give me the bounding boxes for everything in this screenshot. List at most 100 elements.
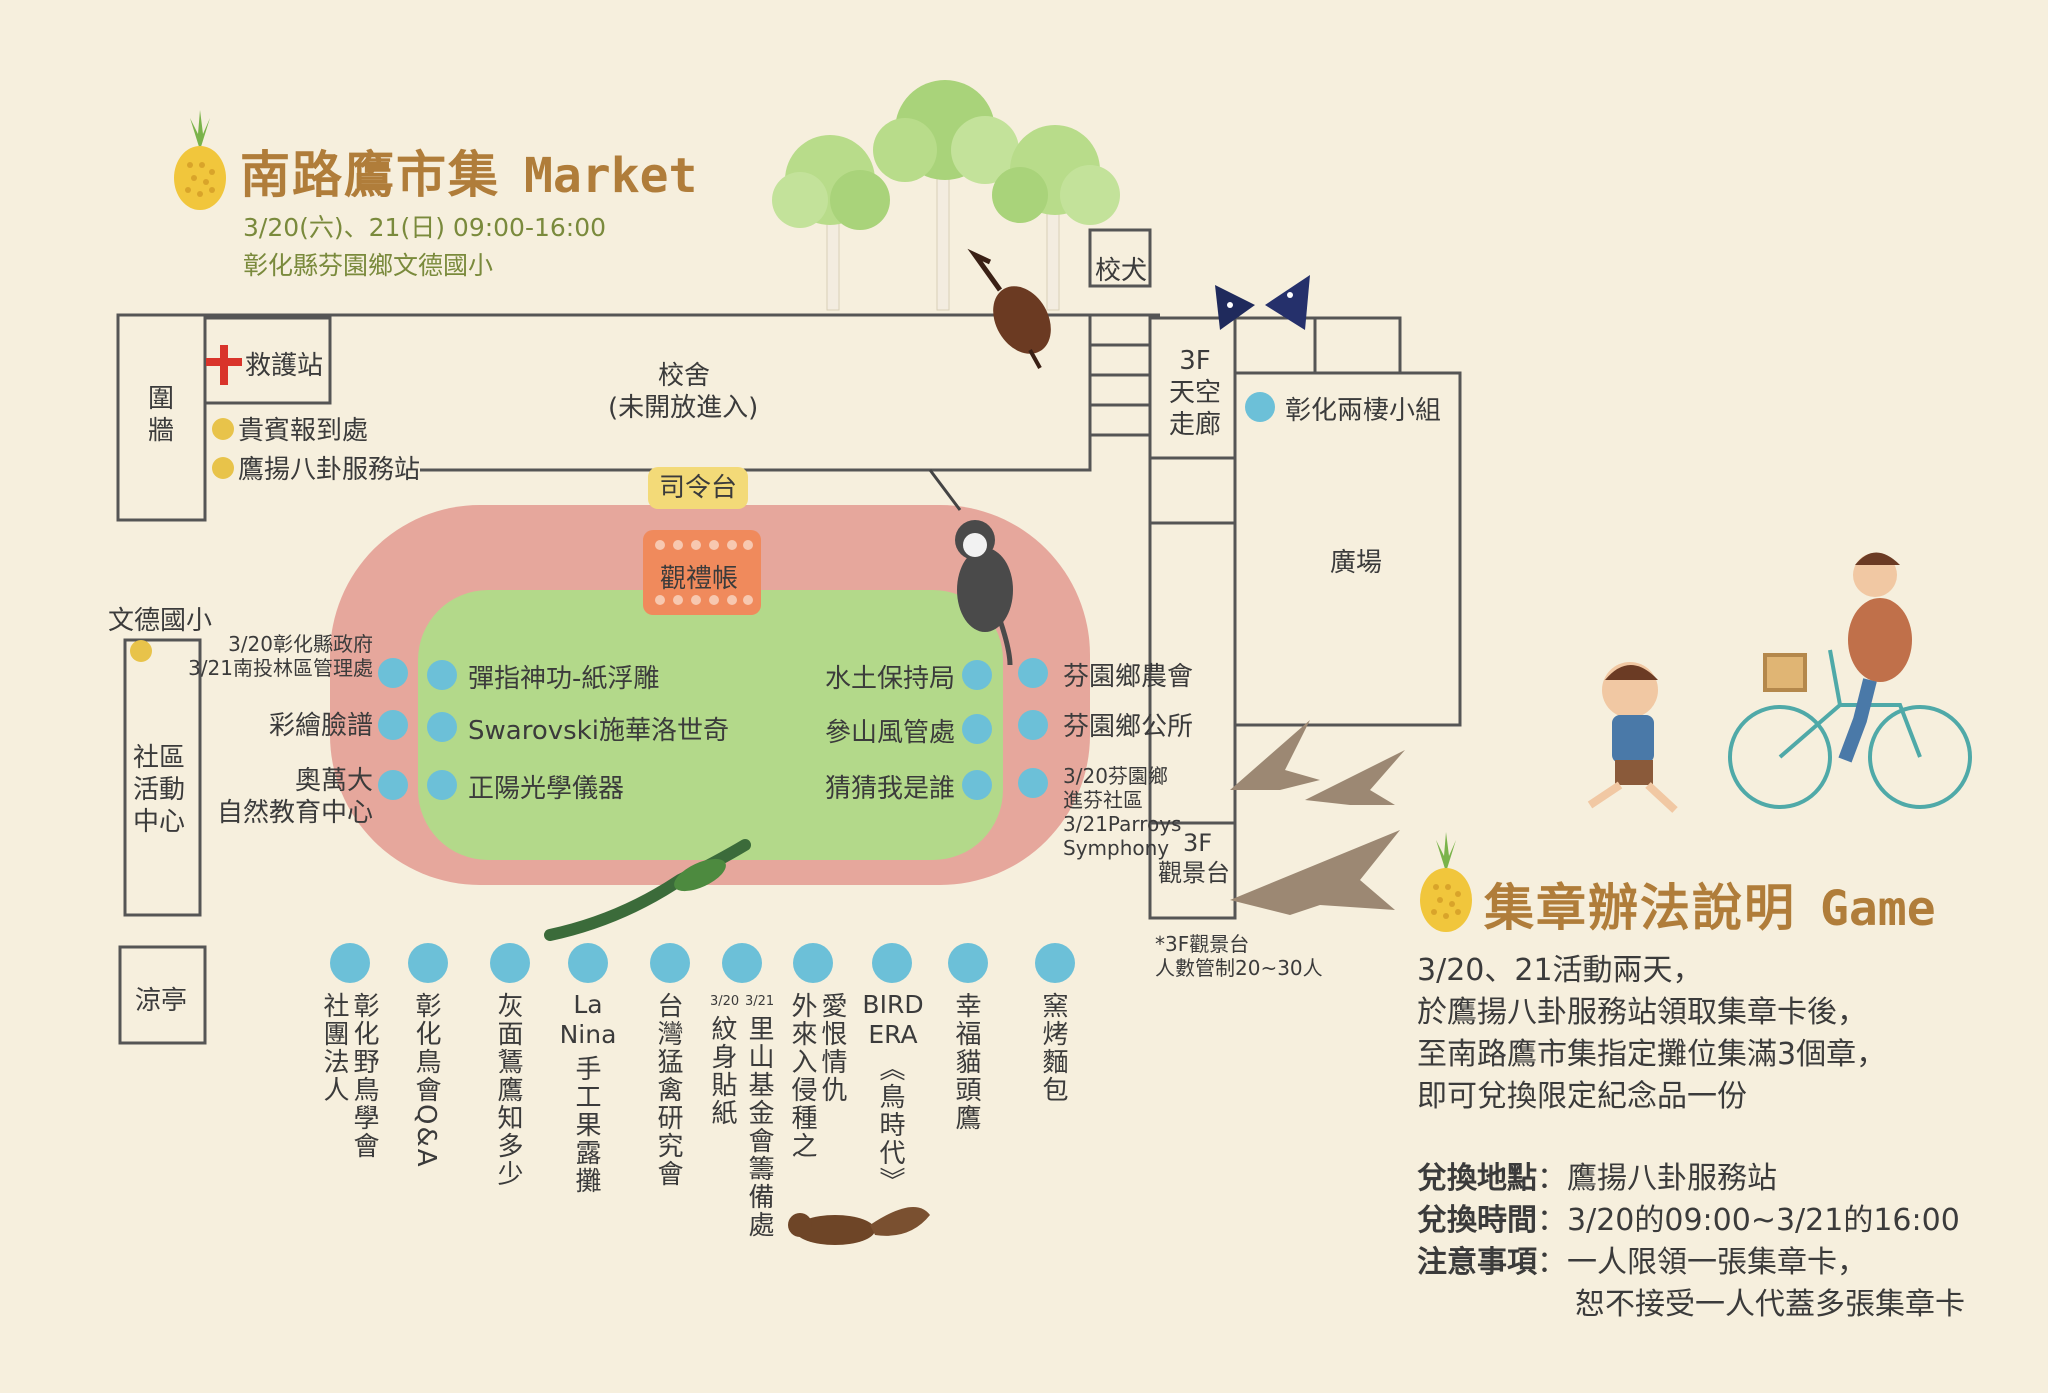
booth-dot: [948, 943, 988, 983]
booth-dot: [872, 943, 912, 983]
school-building-note: (未開放進入): [608, 393, 759, 423]
game-title-en: Game: [1820, 881, 1936, 937]
booth-bottom-6-date-left: 3/20: [710, 994, 740, 1009]
booth-dot: [962, 660, 992, 690]
booth-right-outer-2: 芬園鄉公所: [1063, 712, 1194, 742]
booth-label-line: 自然教育中心: [216, 798, 373, 828]
game-rule-line: 即可兌換限定紀念品一份: [1417, 1079, 1747, 1114]
booth-left-inner-1: 彈指神功-紙浮雕: [468, 664, 660, 694]
booth-dot: [1018, 658, 1048, 688]
service-station-label: 鷹揚八卦服務站: [238, 455, 421, 485]
community-center-label: 社區 活動 中心: [133, 742, 185, 838]
booth-dot: [427, 660, 457, 690]
service-station-dot: [212, 457, 234, 479]
game-detail-sep: ：: [1537, 1245, 1567, 1280]
game-detail-extra: 恕不接受一人代蓋多張集章卡: [1575, 1287, 1965, 1322]
booth-dot: [962, 714, 992, 744]
booth-right-outer-3: 3/20芬園鄉 進芬社區 3/21Parroys Symphony: [1063, 764, 1181, 860]
booth-bottom-6-date-right: 3/21: [745, 994, 775, 1009]
booth-dot: [427, 712, 457, 742]
beetle-icon: [967, 248, 1051, 369]
booth-dot: [378, 658, 408, 688]
squirrel-icon: [788, 1207, 930, 1245]
booth-label-line: ERA: [868, 1020, 918, 1049]
booth-dot: [1018, 710, 1048, 740]
skywalk-line: 天空: [1168, 378, 1221, 408]
booth-dot: [330, 943, 370, 983]
observation-note-line: 人數管制20~30人: [1155, 956, 1323, 980]
booth-label-line: 3/21南投林區管理處: [188, 656, 373, 680]
eagle-icon: [1230, 720, 1405, 915]
booth-bottom-4-top: La Nina: [555, 990, 621, 1050]
market-title: 南路鷹市集 Market: [240, 135, 697, 207]
tree-icon: [772, 80, 1120, 311]
booth-right-inner-2: 參山風管處: [824, 718, 955, 748]
booth-label-line: 3/20芬園鄉: [1063, 764, 1168, 788]
market-title-cn: 南路鷹市集: [240, 146, 500, 204]
booth-label-line: Symphony: [1063, 836, 1170, 860]
monkey-icon: [928, 469, 1013, 666]
booth-right-inner-3: 猜猜我是誰: [824, 774, 955, 804]
booth-bottom-7-col: 外來入侵種之: [787, 992, 817, 1160]
game-detail-label: 注意事項: [1417, 1245, 1537, 1280]
pineapple-icon: [1418, 832, 1474, 932]
game-detail-label: 兌換地點: [1417, 1161, 1537, 1196]
vip-checkin-dot: [212, 418, 234, 440]
booth-label-line: La: [573, 990, 603, 1019]
game-detail-location: 兌換地點：鷹揚八卦服務站: [1417, 1158, 1965, 1200]
school-dog-label: 校犬: [1095, 256, 1148, 286]
booth-label-line: Nina: [559, 1020, 617, 1049]
cyclist-icon: [1728, 552, 1972, 809]
booth-bottom-1-col: 彰化野鳥學會: [349, 992, 379, 1160]
plaza-label: 廣場: [1330, 548, 1383, 578]
school-building-label: 校舍: [658, 361, 711, 391]
booth-dot: [722, 943, 762, 983]
booth-dot: [1018, 768, 1048, 798]
podium-label: 司令台: [648, 467, 748, 509]
booth-bottom-4-col: 手工果露攤: [571, 1055, 601, 1195]
booth-label-line: 奧萬大: [294, 766, 373, 796]
school-name-label: 文德國小: [108, 606, 213, 636]
game-details: 兌換地點：鷹揚八卦服務站 兌換時間：3/20的09:00~3/21的16:00 …: [1417, 1158, 1965, 1326]
lizard-icon: [544, 839, 751, 941]
booth-left-inner-2: Swarovski施華洛世奇: [468, 716, 729, 746]
booth-label-line: 3/20彰化縣政府: [228, 632, 373, 656]
game-detail-sep: ：: [1537, 1161, 1567, 1196]
observation-line: 3F: [1183, 829, 1213, 857]
observation-note: *3F觀景台 人數管制20~30人: [1155, 932, 1323, 980]
vip-checkin-label: 貴賓報到處: [238, 416, 369, 446]
booth-label-line: 進芬社區: [1063, 788, 1143, 812]
game-title: 集章辦法說明 Game: [1484, 868, 1936, 940]
booth-bottom-2-col: 彰化鳥會Q&A: [411, 992, 441, 1169]
booth-bottom-5-col: 台灣猛禽研究會: [653, 992, 683, 1188]
observation-line: 觀景台: [1158, 859, 1230, 887]
booth-bottom-7-col: 愛恨情仇: [817, 992, 847, 1104]
booth-dot: [408, 943, 448, 983]
booth-dot: [378, 710, 408, 740]
booth-bottom-1-col: 社團法人: [319, 992, 349, 1104]
market-title-en: Market: [524, 148, 698, 204]
booth-bottom-10-col: 窯烤麵包: [1038, 992, 1068, 1104]
game-detail-notes: 注意事項：一人限領一張集章卡，: [1417, 1242, 1965, 1284]
booth-left-outer-1: 3/20彰化縣政府 3/21南投林區管理處: [188, 632, 373, 680]
game-detail-value: 3/20的09:00~3/21的16:00: [1567, 1203, 1960, 1238]
child-icon: [1587, 662, 1678, 813]
booth-dot: [650, 943, 690, 983]
community-center-line: 活動: [133, 775, 186, 805]
market-date: 3/20(六)、21(日) 09:00-16:00: [243, 213, 607, 242]
booth-left-inner-3: 正陽光學儀器: [468, 774, 625, 804]
game-detail-label: 兌換時間: [1417, 1203, 1537, 1238]
booth-right-inner-1: 水土保持局: [824, 664, 955, 694]
pineapple-icon: [172, 110, 228, 210]
booth-left-outer-2: 彩繪臉譜: [268, 711, 373, 741]
game-detail-sep: ：: [1537, 1203, 1567, 1238]
booth-top-right: 彰化兩棲小組: [1285, 396, 1442, 426]
first-aid-label: 救護站: [245, 351, 324, 381]
game-title-cn: 集章辦法說明: [1484, 879, 1796, 937]
booth-dot: [378, 770, 408, 800]
game-rule-line: 至南路鷹市集指定攤位集滿3個章，: [1417, 1037, 1887, 1072]
game-detail-time: 兌換時間：3/20的09:00~3/21的16:00: [1417, 1200, 1965, 1242]
tent-label: 觀禮帳: [660, 564, 739, 594]
game-detail-value: 一人限領一張集章卡，: [1567, 1245, 1867, 1280]
